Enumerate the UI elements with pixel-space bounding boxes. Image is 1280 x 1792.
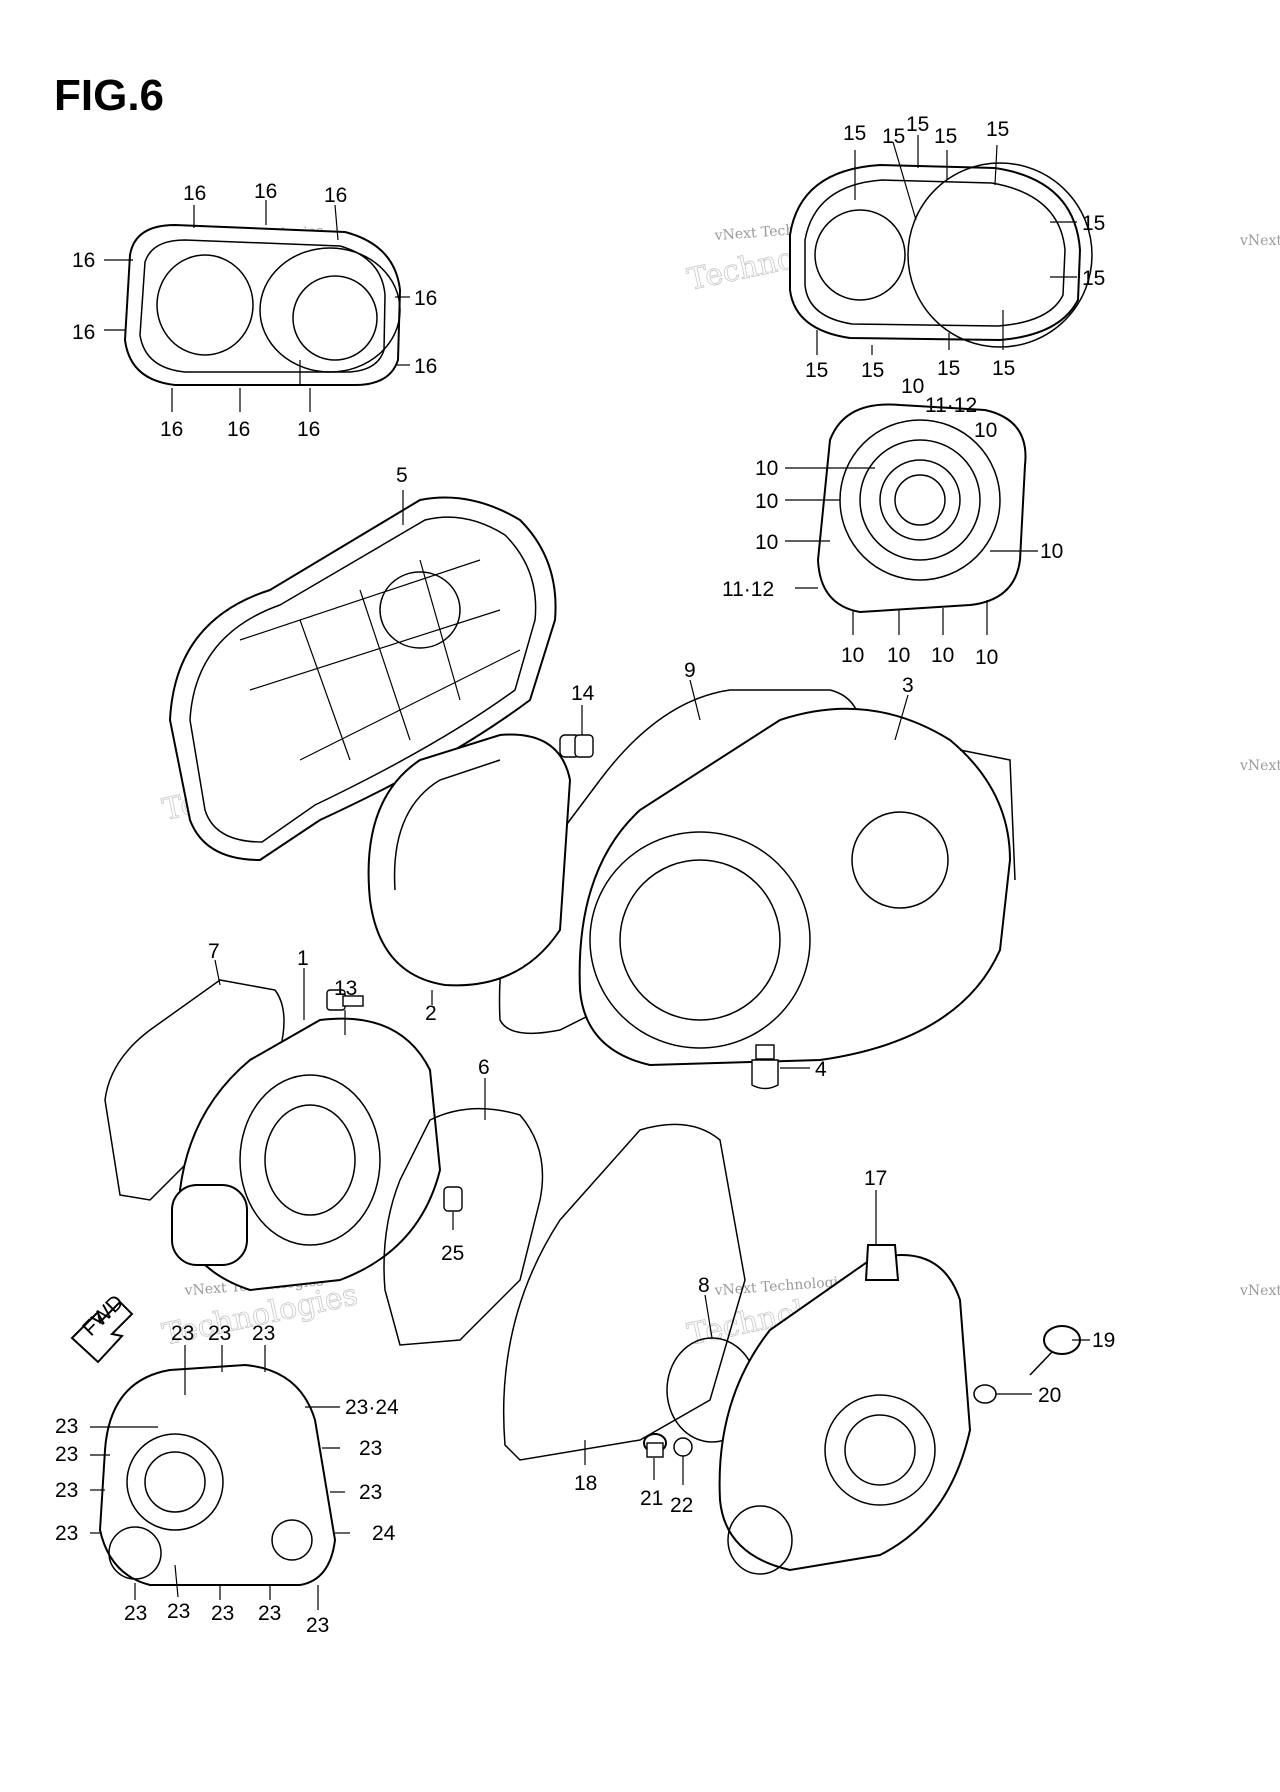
- callout-4: 4: [815, 1058, 827, 1081]
- callout-labels: 16 16 16 16 16 16 16 16 16 16 15 15 15 1…: [55, 113, 1115, 1637]
- part-17-cover: [718, 1244, 972, 1575]
- callout-23: 23: [171, 1322, 194, 1345]
- callout-16: 16: [297, 418, 320, 441]
- callout-11-12: 11·12: [722, 578, 774, 601]
- callout-15: 15: [1082, 212, 1105, 235]
- callout-15: 15: [937, 357, 960, 380]
- callout-21: 21: [640, 1487, 663, 1510]
- part-7-gasket: [104, 979, 285, 1201]
- part-21-plug: [643, 1433, 667, 1458]
- callout-23: 24: [372, 1522, 396, 1545]
- callout-14: 14: [571, 682, 595, 705]
- part-5-cover: [168, 496, 557, 862]
- callout-10: 10: [931, 644, 954, 667]
- callout-23: 23: [55, 1479, 78, 1502]
- callout-10: 10: [901, 375, 924, 398]
- watermark-text: vNext: [1239, 1283, 1280, 1299]
- callout-22: 22: [670, 1494, 693, 1517]
- callout-10: 10: [975, 646, 998, 669]
- part-18-gasket: [502, 1123, 746, 1461]
- callout-18: 18: [574, 1472, 597, 1495]
- part-20-o-ring: [973, 1384, 997, 1404]
- callout-23: 23: [55, 1415, 78, 1438]
- callout-10: 10: [755, 457, 778, 480]
- part-2-plate: [367, 733, 581, 987]
- callout-13: 13: [334, 977, 357, 1000]
- callout-16: 16: [160, 418, 183, 441]
- callout-15: 15: [861, 359, 884, 382]
- part-3-cover: [578, 707, 1016, 1067]
- part-6-gasket: [383, 1107, 544, 1346]
- callout-10: 10: [755, 490, 778, 513]
- callout-23: 23: [306, 1614, 329, 1637]
- callout-15: 15: [805, 359, 828, 382]
- callout-15: 15: [1082, 267, 1105, 290]
- callout-16: 16: [414, 355, 437, 378]
- callout-10: 10: [974, 419, 997, 442]
- callout-23: 23: [55, 1443, 78, 1466]
- callout-16: 16: [324, 184, 347, 207]
- callout-25: 25: [441, 1242, 464, 1265]
- callout-1: 1: [297, 947, 309, 970]
- callout-23: 23: [208, 1322, 231, 1345]
- callout-10: 10: [887, 644, 910, 667]
- callout-16: 16: [227, 418, 250, 441]
- callout-15: 15: [906, 113, 929, 136]
- callout-11-12: 11·12: [925, 394, 977, 417]
- callout-16: 16: [254, 180, 277, 203]
- callout-23: 23: [359, 1437, 382, 1460]
- top-left-cover: [123, 223, 402, 386]
- callout-16: 16: [183, 182, 206, 205]
- callout-23-24: 23·24: [345, 1396, 399, 1419]
- part-1-cover: [171, 1017, 442, 1292]
- watermark-text: vNext: [1239, 758, 1280, 774]
- callout-10: 10: [1040, 540, 1063, 563]
- callout-23: 23: [211, 1602, 234, 1625]
- callout-3: 3: [902, 674, 914, 697]
- callout-17: 17: [864, 1167, 887, 1190]
- part-13-bolt: [326, 989, 364, 1011]
- callout-15: 15: [992, 357, 1015, 380]
- callout-10: 10: [841, 644, 864, 667]
- callout-15: 15: [934, 125, 957, 148]
- part-25-dowel: [443, 1186, 463, 1212]
- callout-2: 2: [425, 1002, 437, 1025]
- part-22-washer: [673, 1437, 693, 1457]
- callout-23: 23: [258, 1602, 281, 1625]
- callout-10: 10: [755, 531, 778, 554]
- callout-23: 23: [167, 1600, 190, 1623]
- callout-15: 15: [882, 125, 905, 148]
- callout-9: 9: [684, 659, 696, 682]
- part-19-filler-cap: [1029, 1325, 1081, 1376]
- callout-23: 23: [124, 1602, 147, 1625]
- leader-lines: [90, 135, 1090, 1610]
- callout-16: 16: [72, 249, 95, 272]
- callout-7: 7: [208, 940, 220, 963]
- part-23-cover: [98, 1363, 337, 1586]
- watermark-text: vNext: [1239, 233, 1280, 249]
- callout-15: 15: [986, 118, 1009, 141]
- callout-23: 23: [252, 1322, 275, 1345]
- callout-6: 6: [478, 1056, 490, 1079]
- callout-8: 8: [698, 1274, 710, 1297]
- part-4-plug: [751, 1044, 779, 1090]
- part-14-dowel: [574, 734, 594, 758]
- callout-16: 16: [414, 287, 437, 310]
- callout-15: 15: [843, 122, 866, 145]
- callout-24: 23: [55, 1522, 78, 1545]
- callout-16: 16: [72, 321, 95, 344]
- callout-23: 23: [359, 1481, 382, 1504]
- callout-20: 20: [1038, 1384, 1061, 1407]
- callout-5: 5: [396, 464, 408, 487]
- fwd-arrow-icon: FWD: [70, 1291, 134, 1364]
- top-right-cover: [789, 162, 1093, 348]
- callout-19: 19: [1092, 1329, 1115, 1352]
- figure-title: FIG.6: [54, 71, 164, 120]
